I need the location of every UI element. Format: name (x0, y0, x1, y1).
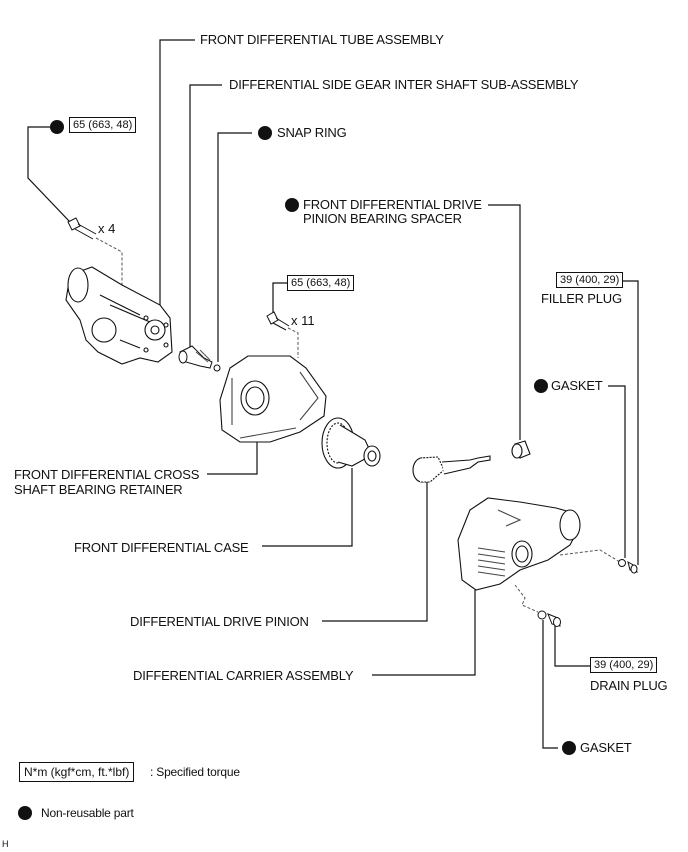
quantity-retainer-bolts: x 11 (291, 313, 315, 328)
torque-spec-drain-plug: 39 (400, 29) (590, 657, 658, 673)
label-front-diff-case: FRONT DIFFERENTIAL CASE (74, 540, 249, 555)
leader-carrier (372, 590, 476, 676)
label-filler-plug: FILLER PLUG (541, 291, 622, 306)
quantity-tube-bolts: x 4 (98, 221, 116, 236)
legend-torque-desc: : Specified torque (150, 765, 240, 779)
leader-gasket-filler (608, 385, 626, 558)
front-differential-case-icon (321, 417, 381, 469)
non-reusable-icon (50, 120, 64, 134)
assembly-line-drain (514, 584, 539, 613)
label-carrier-assembly: DIFFERENTIAL CARRIER ASSEMBLY (133, 668, 354, 683)
pinion-bearing-spacer-icon (511, 440, 531, 459)
diagram-marker: H (2, 839, 9, 849)
label-drive-pinion: DIFFERENTIAL DRIVE PINION (130, 614, 309, 629)
leader-tube-bolt-torque (27, 126, 71, 223)
differential-carrier-assembly-icon (457, 497, 581, 591)
label-pinion-bearing-spacer-line2: PINION BEARING SPACER (303, 211, 462, 226)
leader-front-diff-case (262, 468, 353, 547)
label-front-diff-tube-assembly: FRONT DIFFERENTIAL TUBE ASSEMBLY (200, 32, 444, 47)
leader-gasket-drain (542, 620, 558, 749)
leader-retainer-torque (272, 282, 288, 314)
leader-tube-assembly (159, 39, 195, 308)
non-reusable-icon (285, 198, 299, 212)
label-pinion-bearing-spacer-line1: FRONT DIFFERENTIAL DRIVE (303, 197, 482, 212)
label-gasket-drain: GASKET (580, 740, 632, 755)
label-drain-plug: DRAIN PLUG (590, 678, 668, 693)
leader-inter-shaft (189, 84, 222, 352)
torque-spec-retainer-bolts: 65 (663, 48) (287, 275, 355, 291)
label-cross-shaft-retainer-line1: FRONT DIFFERENTIAL CROSS (14, 467, 200, 482)
assembly-line-retainer-bolt (287, 327, 299, 358)
assembly-line-filler (559, 549, 621, 563)
label-side-gear-inter-shaft: DIFFERENTIAL SIDE GEAR INTER SHAFT SUB-A… (229, 77, 579, 92)
leader-filler-plug (622, 280, 639, 565)
filler-gasket-icon (618, 559, 626, 567)
side-gear-inter-shaft-icon (178, 345, 213, 369)
snap-ring-icon (213, 364, 221, 372)
legend-torque-unit: N*m (kgf*cm, ft.*lbf) (19, 762, 135, 782)
leader-snap-ring (217, 132, 252, 362)
drain-plug-icon (547, 613, 561, 627)
leader-drain-plug (554, 625, 590, 667)
filler-plug-icon (627, 560, 638, 574)
cross-shaft-bearing-retainer-icon (219, 355, 327, 443)
non-reusable-icon (534, 379, 548, 393)
legend-non-reusable: Non-reusable part (41, 806, 134, 820)
drain-gasket-icon (537, 610, 547, 620)
non-reusable-icon (258, 126, 272, 140)
label-snap-ring: SNAP RING (277, 125, 347, 140)
differential-drive-pinion-icon (412, 455, 491, 483)
torque-spec-tube-bolts: 65 (663, 48) (69, 117, 137, 133)
retainer-bolt-icon (266, 311, 290, 331)
leader-drive-pinion (322, 482, 428, 622)
non-reusable-icon (562, 741, 576, 755)
tube-bolt-icon (67, 217, 97, 240)
label-cross-shaft-retainer-line2: SHAFT BEARING RETAINER (14, 482, 183, 497)
leader-spacer (488, 204, 521, 440)
front-differential-tube-assembly-icon (65, 266, 173, 365)
label-gasket-filler: GASKET (551, 378, 603, 393)
leader-cross-shaft-retainer (207, 440, 258, 475)
torque-spec-filler-plug: 39 (400, 29) (556, 272, 624, 288)
legend-non-reusable-icon (18, 806, 32, 820)
